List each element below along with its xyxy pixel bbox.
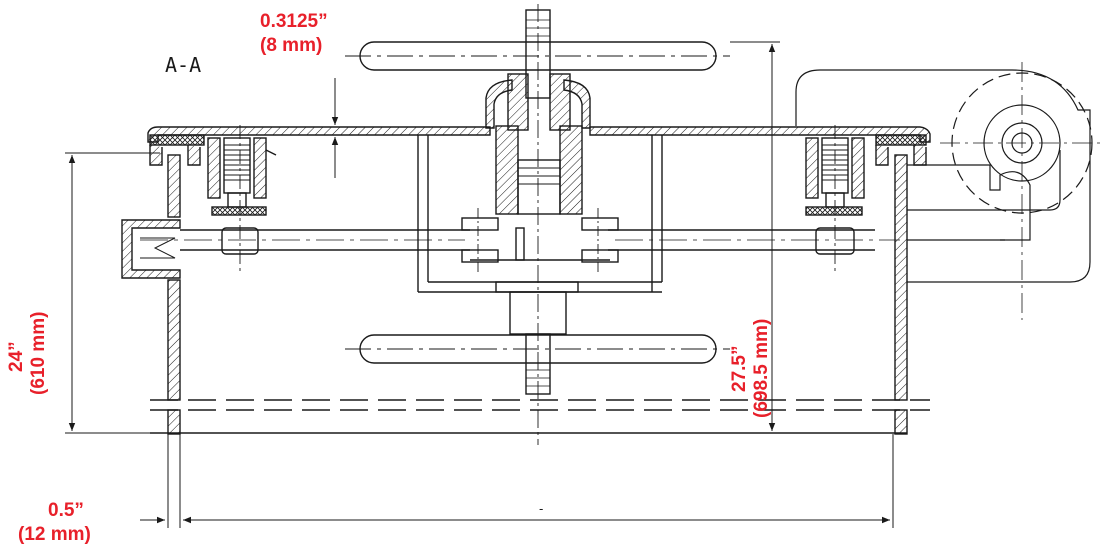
overall-height-metric: (698.5 mm) [751, 319, 772, 418]
left-wall [167, 154, 181, 435]
width-dimension-label: - [539, 501, 543, 516]
crossbar [140, 229, 900, 251]
dimension-lines [65, 41, 894, 528]
side-wall-imperial: 0.5” [48, 500, 84, 521]
section-label: A-A [165, 53, 201, 77]
side-mechanism [795, 62, 1105, 320]
central-housing [417, 135, 663, 335]
left-spring-assembly [207, 125, 277, 275]
top-handwheel [345, 41, 730, 71]
bottom-handwheel [345, 334, 730, 364]
wall-thickness-metric: (8 mm) [260, 35, 322, 56]
inner-height-metric: (610 mm) [28, 312, 49, 395]
bottom-break [150, 399, 930, 411]
wall-thickness-imperial: 0.3125” [260, 11, 328, 32]
wall-thickness-dimension: 0.3125” (8 mm) [260, 11, 328, 56]
lid [147, 126, 931, 166]
right-spring-assembly [805, 125, 865, 275]
side-wall-dimension: 0.5” (12 mm) [18, 500, 91, 545]
overall-height-dimension: 27.5” (698.5 mm) [729, 319, 772, 418]
inner-height-imperial: 24” [6, 341, 27, 372]
overall-height-imperial: 27.5” [729, 346, 750, 392]
side-wall-metric: (12 mm) [18, 524, 91, 545]
right-wall [894, 154, 908, 435]
central-hub [485, 4, 591, 445]
left-bracket [121, 219, 181, 279]
inner-height-dimension: 24” (610 mm) [6, 312, 49, 395]
